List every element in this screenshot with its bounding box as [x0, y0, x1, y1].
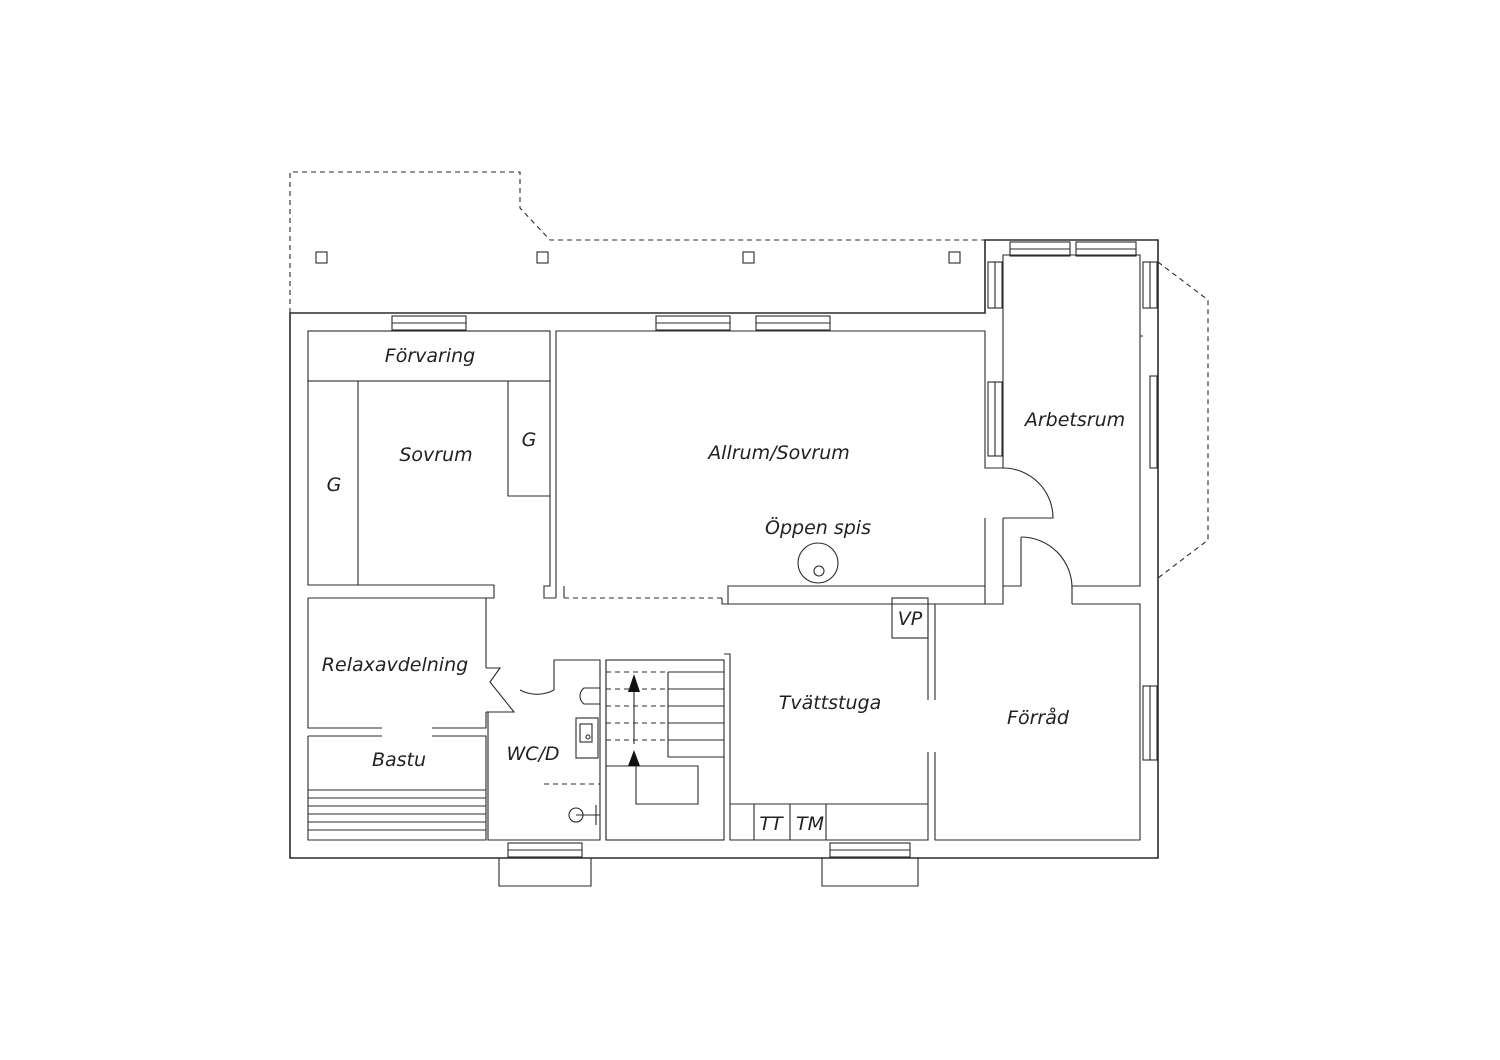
stair-arrow-lower — [628, 750, 640, 766]
label-sovrum: Sovrum — [399, 444, 472, 466]
sovrum-walls — [307, 330, 556, 599]
bay-window-outline — [1157, 261, 1209, 579]
terrace-outline — [289, 171, 985, 313]
label-vp: VP — [898, 608, 923, 630]
label-tt: TT — [759, 813, 784, 835]
exterior-walls — [289, 239, 1159, 859]
label-wc: WC/D — [506, 743, 559, 765]
stair-arrow-upper — [628, 674, 640, 692]
label-allrum: Allrum/Sovrum — [706, 442, 850, 464]
label-arbetsrum: Arbetsrum — [1023, 409, 1125, 431]
label-relaxavdelning: Relaxavdelning — [322, 654, 468, 676]
label-forvaring: Förvaring — [385, 345, 475, 367]
label-tm: TM — [796, 813, 824, 835]
label-oppen-spis: Öppen spis — [765, 516, 871, 539]
windows — [391, 241, 1158, 887]
relax-bastu-walls — [307, 597, 516, 841]
label-bastu: Bastu — [372, 749, 426, 771]
tvattstuga-walls — [724, 586, 1141, 841]
label-tvattstuga: Tvättstuga — [779, 692, 882, 714]
staircase[interactable] — [605, 659, 725, 841]
label-garderob-left: G — [327, 474, 342, 496]
arbetsrum-walls — [1002, 336, 1141, 604]
label-forrad: Förråd — [1007, 706, 1070, 729]
label-garderob-right: G — [522, 429, 537, 451]
